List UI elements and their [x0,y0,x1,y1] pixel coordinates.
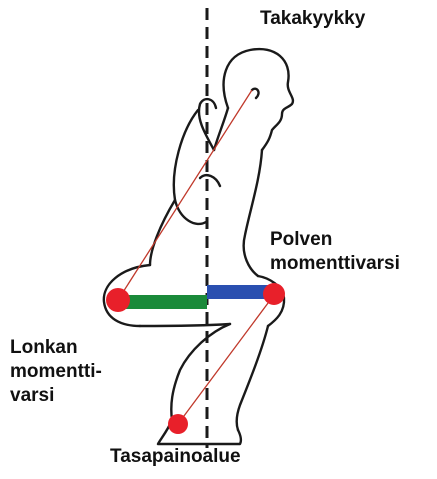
shin-line [178,295,274,424]
knee-label-line-2: momenttivarsi [270,252,400,276]
ankle-joint-marker [168,414,188,434]
segment-lines [118,90,274,424]
hip-label-line-1: Lonkan [10,336,102,360]
hip-label-line-2: momentti- [10,360,102,384]
knee-label-line-1: Polven [270,228,400,252]
knee-moment-arm-label: Polven momenttivarsi [270,228,400,276]
back-squat-label: Takakyykky [260,7,365,31]
hip-moment-arm [118,295,207,309]
knee-joint-marker [263,283,285,305]
body-outline [104,49,293,444]
hip-moment-arm-label: Lonkan momentti- varsi [10,336,102,408]
hip-label-line-3: varsi [10,384,102,408]
balance-area-label: Tasapainoalue [110,445,241,469]
trunk-line [118,90,252,300]
hip-joint-marker [106,288,130,312]
